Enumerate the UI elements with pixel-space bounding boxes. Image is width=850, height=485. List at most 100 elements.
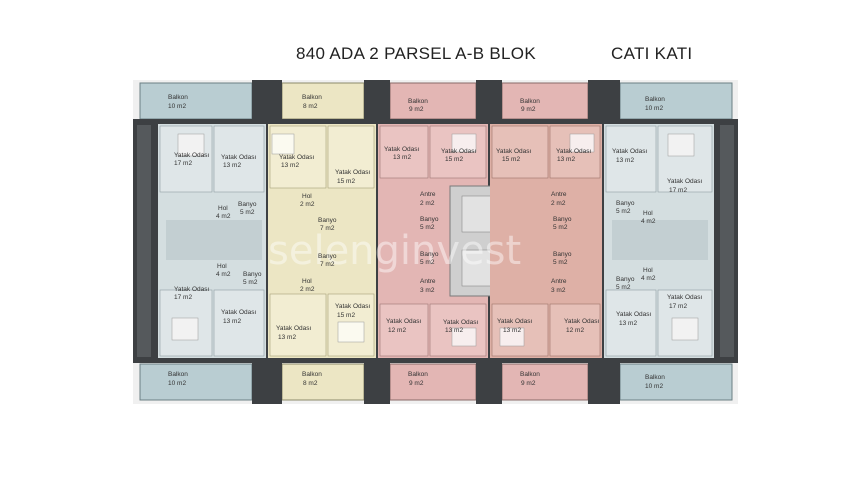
label-name: Hol: [302, 193, 312, 200]
label-name: Yatak Odası: [612, 148, 647, 155]
label-area: 5 m2: [553, 224, 568, 231]
plan-title: 840 ADA 2 PARSEL A-B BLOK: [296, 44, 536, 63]
balcony-top-5: [619, 82, 733, 120]
unit-e: [604, 124, 714, 358]
label-area: 2 m2: [551, 200, 566, 207]
label-area: 8 m2: [303, 103, 318, 110]
d-bed-1: [569, 133, 595, 153]
balcony-top-3: [389, 82, 477, 120]
label-name: Banyo: [318, 217, 337, 224]
label-area: 15 m2: [337, 312, 355, 319]
label-name: Banyo: [420, 251, 439, 258]
column-top-1: [252, 80, 282, 120]
label-name: Hol: [218, 205, 228, 212]
label-area: 12 m2: [388, 327, 406, 334]
d-bed-2: [499, 327, 525, 347]
label-name: Hol: [643, 267, 653, 274]
label-area: 15 m2: [337, 178, 355, 185]
a-room-4: [213, 289, 265, 357]
label-name: Balkon: [408, 98, 428, 105]
unit-d: [490, 124, 602, 358]
balcony-bottom-2: [281, 363, 365, 401]
label-name: Yatak Odası: [556, 148, 591, 155]
label-name: Yatak Odası: [616, 311, 651, 318]
label-name: Yatak Odası: [221, 309, 256, 316]
label-area: 5 m2: [420, 259, 435, 266]
label-area: 17 m2: [174, 160, 192, 167]
label-area: 17 m2: [669, 187, 687, 194]
a-bed-2: [171, 317, 199, 341]
column-bottom-3: [476, 362, 502, 404]
label-area: 10 m2: [168, 380, 186, 387]
label-area: 4 m2: [216, 213, 231, 220]
right-wing-inner: [720, 125, 734, 357]
label-area: 9 m2: [409, 106, 424, 113]
label-area: 13 m2: [503, 327, 521, 334]
label-name: Hol: [302, 278, 312, 285]
label-name: Banyo: [238, 201, 257, 208]
label-area: 2 m2: [300, 286, 315, 293]
label-name: Yatak Odası: [496, 148, 531, 155]
label-area: 17 m2: [669, 303, 687, 310]
a-room-2: [213, 125, 265, 193]
label-area: 17 m2: [174, 294, 192, 301]
label-name: Balkon: [168, 371, 188, 378]
label-area: 13 m2: [619, 320, 637, 327]
label-name: Yatak Odası: [667, 178, 702, 185]
label-name: Yatak Odası: [279, 154, 314, 161]
label-area: 10 m2: [645, 383, 663, 390]
e-room-1: [605, 125, 657, 193]
balcony-bottom-5: [619, 363, 733, 401]
a-corridor: [166, 220, 262, 260]
label-area: 13 m2: [557, 156, 575, 163]
label-area: 13 m2: [278, 334, 296, 341]
label-name: Hol: [217, 263, 227, 270]
floor-title: CATI KATI: [611, 44, 693, 63]
label-name: Antre: [420, 278, 436, 285]
e-bed-2: [671, 317, 699, 341]
label-area: 9 m2: [409, 380, 424, 387]
label-area: 5 m2: [240, 209, 255, 216]
label-name: Yatak Odası: [335, 169, 370, 176]
label-name: Balkon: [302, 371, 322, 378]
label-area: 2 m2: [420, 200, 435, 207]
label-name: Yatak Odası: [564, 318, 599, 325]
left-wing-inner: [137, 125, 151, 357]
label-area: 7 m2: [320, 261, 335, 268]
label-area: 13 m2: [223, 162, 241, 169]
balcony-bottom-4: [501, 363, 589, 401]
label-name: Banyo: [553, 251, 572, 258]
label-area: 4 m2: [641, 275, 656, 282]
e-bed-1: [667, 133, 695, 157]
label-area: 5 m2: [616, 208, 631, 215]
c-room-3: [379, 303, 429, 357]
label-name: Banyo: [553, 216, 572, 223]
c-room-1: [379, 125, 429, 179]
label-area: 3 m2: [551, 287, 566, 294]
label-name: Yatak Odası: [441, 148, 476, 155]
watermark: selenginvest: [268, 228, 521, 274]
label-name: Banyo: [243, 271, 262, 278]
label-area: 13 m2: [393, 154, 411, 161]
label-area: 5 m2: [553, 259, 568, 266]
label-name: Balkon: [645, 96, 665, 103]
c-bed-1: [451, 133, 477, 153]
balcony-top-2: [281, 82, 365, 120]
label-name: Banyo: [420, 216, 439, 223]
label-area: 8 m2: [303, 380, 318, 387]
balcony-top-4: [501, 82, 589, 120]
label-area: 5 m2: [420, 224, 435, 231]
label-name: Yatak Odası: [276, 325, 311, 332]
label-area: 13 m2: [223, 318, 241, 325]
column-bottom-4: [588, 362, 620, 404]
label-name: Yatak Odası: [335, 303, 370, 310]
label-area: 9 m2: [521, 106, 536, 113]
label-name: Yatak Odası: [443, 319, 478, 326]
balcony-top-1: [139, 82, 253, 120]
label-name: Banyo: [616, 276, 635, 283]
label-name: Banyo: [616, 200, 635, 207]
balcony-bottom-1: [139, 363, 253, 401]
b-bed-2: [337, 321, 365, 343]
label-area: 13 m2: [445, 327, 463, 334]
